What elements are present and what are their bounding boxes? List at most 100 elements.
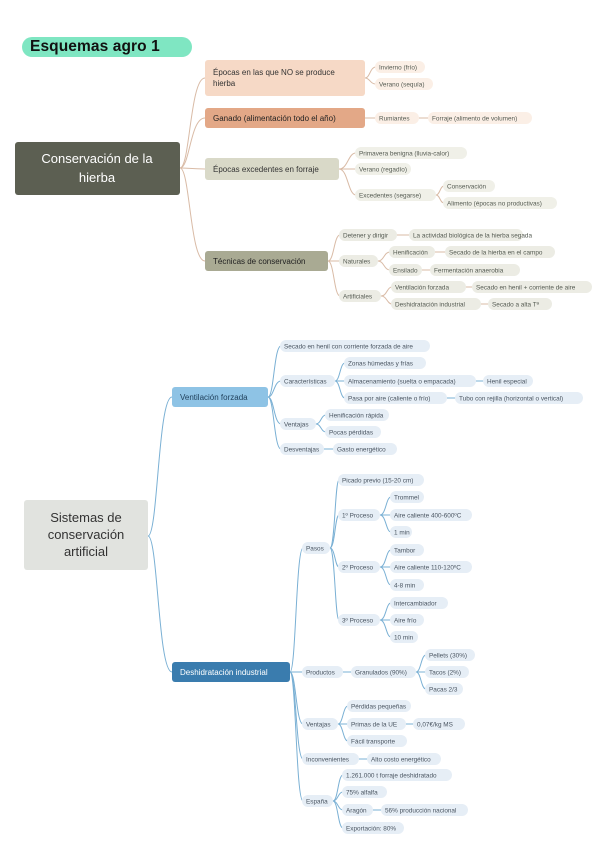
map1-branch-excedentes: Épocas excedentes en forraje	[205, 158, 339, 180]
map1-leaf-deshidratacion: Deshidratación industrial	[391, 298, 481, 310]
svg-text:Intercambiador: Intercambiador	[394, 601, 437, 608]
map1-leaf-detener: Detener y dirigir	[339, 229, 397, 241]
map2-leaf-min1: 1 min	[390, 526, 412, 538]
svg-text:Zonas húmedas y frías: Zonas húmedas y frías	[348, 361, 413, 368]
map2-leaf-aire1: Aire caliente 400-600ºC	[390, 509, 472, 521]
map2-leaf-aragon: Aragón	[342, 804, 373, 816]
svg-text:Invierno (frío): Invierno (frío)	[379, 65, 417, 72]
svg-text:Secado en henil con corriente: Secado en henil con corriente forzada de…	[284, 344, 413, 351]
map1-leaf-actividad: La actividad biológica de la hierba sega…	[409, 229, 532, 241]
map2-leaf-perdidas: Pérdidas pequeñas	[347, 700, 411, 712]
map1-leaf-conservacion: Conservación	[443, 180, 495, 192]
svg-text:Aire caliente 110-120ºC: Aire caliente 110-120ºC	[394, 565, 461, 572]
svg-text:Conservación: Conservación	[447, 184, 487, 191]
svg-text:Aire caliente 400-600ºC: Aire caliente 400-600ºC	[394, 513, 462, 520]
svg-text:Naturales: Naturales	[343, 259, 370, 266]
svg-text:Excedentes (segarse): Excedentes (segarse)	[359, 193, 421, 200]
map2-leaf-proceso2: 2º Proceso	[338, 561, 380, 573]
map1-leaf-secado-henil: Secado en henil + corriente de aire	[472, 281, 592, 293]
svg-text:España: España	[306, 799, 328, 806]
map2-leaf-henil: Henil especial	[483, 375, 533, 387]
svg-text:Ventilación forzada: Ventilación forzada	[180, 393, 248, 402]
map2-leaf-pasos: Pasos	[302, 542, 330, 554]
map2-root-line3: artificial	[64, 544, 108, 559]
svg-text:Tambor: Tambor	[394, 548, 416, 555]
svg-text:Exportación: 80%: Exportación: 80%	[346, 826, 396, 833]
map2-leaf-proceso3: 3º Proceso	[338, 614, 380, 626]
svg-text:Secado de la hierba en el camp: Secado de la hierba en el campo	[449, 250, 543, 257]
map2-leaf-pacas: Pacas 2/3	[425, 683, 463, 695]
map2-leaf-caracteristicas: Características	[280, 375, 335, 387]
svg-text:Verano (regadío): Verano (regadío)	[359, 167, 407, 174]
svg-text:Secado en henil + corriente de: Secado en henil + corriente de aire	[476, 285, 576, 292]
map2-root: Sistemas de conservación artificial	[24, 500, 148, 570]
map1-root-line1: Conservación de la	[41, 151, 153, 166]
svg-text:Ensilado: Ensilado	[393, 268, 418, 275]
map2-leaf-alfalfa: 75% alfalfa	[342, 786, 387, 798]
svg-text:Artificiales: Artificiales	[343, 294, 372, 301]
map2-leaf-desventajas: Desventajas	[280, 443, 324, 455]
map2-root-line2: conservación	[48, 527, 125, 542]
svg-text:Gasto energético: Gasto energético	[337, 447, 386, 454]
map1-leaf-alimento: Alimento (épocas no productivas)	[443, 197, 557, 209]
title-badge	[22, 37, 192, 57]
map2-leaf-ventajas-vent: Ventajas	[280, 418, 316, 430]
map1-root-line2: hierba	[79, 170, 116, 185]
map2-leaf-picado: Picado previo (15-20 cm)	[338, 474, 424, 486]
svg-text:Ventajas: Ventajas	[284, 422, 309, 429]
map2-leaf-pocas: Pocas pérdidas	[325, 426, 381, 438]
map1-leaf-invierno: Invierno (frío)	[375, 61, 425, 73]
svg-text:Granulados (90%): Granulados (90%)	[355, 670, 407, 677]
map1-branch-ganado: Ganado (alimentación todo el año)	[205, 108, 365, 128]
svg-text:Rumiantes: Rumiantes	[379, 116, 410, 123]
svg-text:Pérdidas pequeñas: Pérdidas pequeñas	[351, 704, 406, 711]
svg-text:Deshidratación industrial: Deshidratación industrial	[395, 302, 465, 309]
svg-text:Técnicas de conservación: Técnicas de conservación	[213, 257, 306, 266]
map2-leaf-henif-rapida: Henificación rápida	[325, 409, 389, 421]
svg-text:Pasa por aire (caliente o frío: Pasa por aire (caliente o frío)	[348, 396, 430, 403]
svg-text:Alimento (épocas no productiva: Alimento (épocas no productivas)	[447, 201, 542, 208]
map2-leaf-secado: Secado en henil con corriente forzada de…	[280, 340, 430, 352]
map2-leaf-tambor: Tambor	[390, 544, 424, 556]
map2-leaf-almacenamiento: Almacenamiento (suelta o empacada)	[344, 375, 476, 387]
map1-branch-epocas-no: Épocas en las que NO se produce hierba	[205, 60, 365, 96]
map2-leaf-primas: Primas de la UE	[347, 718, 406, 730]
svg-text:Trommel: Trommel	[394, 495, 419, 502]
svg-text:Henil especial: Henil especial	[487, 379, 527, 386]
map2-leaf-aragon-valor: 56% producción nacional	[381, 804, 468, 816]
svg-text:2º Proceso: 2º Proceso	[342, 565, 374, 572]
svg-text:Fermentación anaerobia: Fermentación anaerobia	[434, 268, 504, 275]
map1-leaf-naturales: Naturales	[339, 255, 378, 267]
map2-root-line1: Sistemas de	[50, 510, 122, 525]
map1-leaf-artificiales: Artificiales	[339, 290, 381, 302]
map1-leaf-verano-sequia: Verano (sequía)	[375, 78, 433, 90]
svg-text:3º Proceso: 3º Proceso	[342, 618, 374, 625]
svg-text:Productos: Productos	[306, 670, 335, 677]
map1-leaf-rumiantes: Rumiantes	[375, 112, 419, 124]
map2-leaf-aire2: Aire caliente 110-120ºC	[390, 561, 472, 573]
map1-branch-tecnicas: Técnicas de conservación	[205, 251, 328, 271]
svg-text:4-8 min: 4-8 min	[394, 583, 416, 590]
map2-leaf-airefrio: Aire frío	[390, 614, 424, 626]
map2-leaf-tubo: Tubo con rejilla (horizontal o vertical)	[455, 392, 583, 404]
svg-text:75% alfalfa: 75% alfalfa	[346, 790, 378, 797]
map2-leaf-intercambiador: Intercambiador	[390, 597, 448, 609]
map2-leaf-export: Exportación: 80%	[342, 822, 404, 834]
map2-leaf-trommel: Trommel	[390, 491, 424, 503]
svg-text:1.261.000 t forraje deshidrata: 1.261.000 t forraje deshidratado	[346, 773, 437, 780]
svg-text:Henificación: Henificación	[393, 250, 428, 257]
svg-text:Aire frío: Aire frío	[394, 618, 417, 625]
svg-text:1 min: 1 min	[394, 530, 410, 537]
map1-leaf-fermentacion: Fermentación anaerobia	[430, 264, 520, 276]
svg-text:Inconvenientes: Inconvenientes	[306, 757, 349, 764]
svg-text:Forraje (alimento de volumen): Forraje (alimento de volumen)	[432, 116, 517, 123]
map2-branch-ventilacion: Ventilación forzada	[172, 387, 268, 407]
svg-text:La actividad biológica de la h: La actividad biológica de la hierba sega…	[413, 233, 532, 240]
map2-branch-deshidratacion: Deshidratación industrial	[172, 662, 290, 682]
map2-leaf-granulados: Granulados (90%)	[351, 666, 416, 678]
svg-text:0,07€/kg MS: 0,07€/kg MS	[417, 722, 453, 729]
map2-leaf-min2: 4-8 min	[390, 579, 424, 591]
map2-leaf-proceso1: 1º Proceso	[338, 509, 380, 521]
map2-connectors	[147, 345, 484, 829]
svg-text:Épocas excedentes en forraje: Épocas excedentes en forraje	[213, 165, 319, 174]
